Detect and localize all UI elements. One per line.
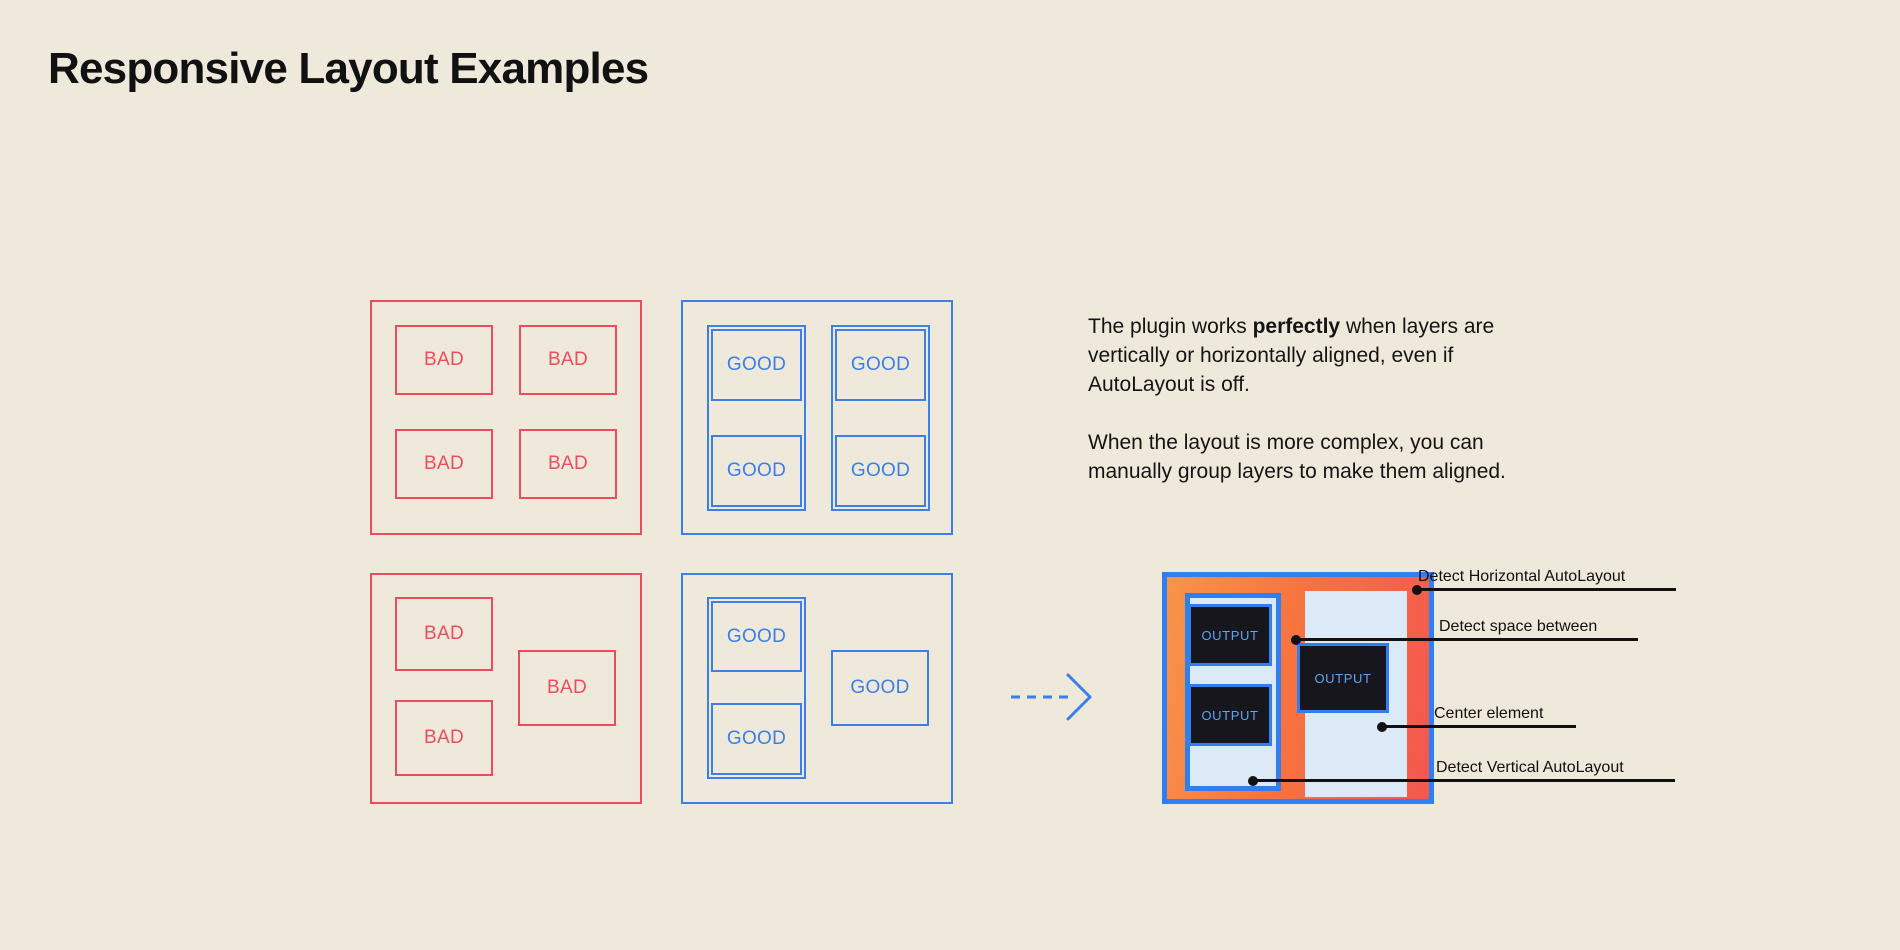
cell-label: GOOD [726, 460, 787, 481]
callout-detect-vertical-autolayout: Detect Vertical AutoLayout [1248, 739, 1675, 786]
callout-detect-space-between: Detect space between [1291, 598, 1638, 645]
output-label: OUTPUT [1314, 670, 1372, 686]
callout-rule [1254, 779, 1675, 782]
dashed-arrow-right-icon [1010, 670, 1094, 729]
cell-label: GOOD [850, 354, 911, 375]
preview-output-box-3: OUTPUT [1297, 643, 1389, 713]
callout-detect-horizontal-autolayout: Detect Horizontal AutoLayout [1412, 548, 1676, 595]
output-label: OUTPUT [1201, 627, 1259, 643]
callout-rule [1418, 588, 1676, 591]
cell-label: BAD [424, 349, 464, 370]
cell-label: BAD [424, 623, 464, 644]
cell-label: GOOD [850, 677, 910, 698]
callout-label: Center element [1434, 705, 1544, 722]
cell-label: GOOD [726, 625, 787, 647]
description-paragraph-1: The plugin works perfectly when layers a… [1088, 312, 1558, 399]
good-grid-group-right [831, 325, 930, 511]
bad-grid-cell-2: BAD [519, 325, 617, 395]
cell-label: BAD [424, 727, 464, 748]
callout-label: Detect Horizontal AutoLayout [1418, 568, 1626, 585]
callout-dot [1412, 584, 1422, 595]
page-title: Responsive Layout Examples [48, 44, 649, 93]
good-grid-cell-2: GOOD [835, 329, 926, 401]
good-offset-cell-2: GOOD [711, 703, 802, 775]
good-grid-cell-3: GOOD [711, 435, 802, 507]
bad-grid-cell-1: BAD [395, 325, 493, 395]
good-grid-cell-4: GOOD [835, 435, 926, 507]
callout-dot [1377, 721, 1387, 732]
cell-label: BAD [424, 453, 464, 474]
paragraph-1-emphasis: perfectly [1252, 315, 1341, 338]
bad-grid-cell-3: BAD [395, 429, 493, 499]
callout-center-element: Center element [1377, 685, 1576, 732]
cell-label: GOOD [726, 354, 787, 375]
example-bad-grid [370, 300, 642, 535]
callout-label: Detect space between [1439, 618, 1598, 635]
good-offset-cell-1: GOOD [711, 601, 802, 672]
preview-output-box-2: OUTPUT [1188, 684, 1272, 746]
description-paragraph-2: When the layout is more complex, you can… [1088, 431, 1506, 483]
bad-grid-cell-4: BAD [519, 429, 617, 499]
good-offset-cell-3: GOOD [831, 650, 929, 726]
callout-rule [1297, 638, 1638, 641]
good-grid-cell-1: GOOD [711, 329, 802, 401]
example-bad-offset [370, 573, 642, 804]
example-good-grid [681, 300, 953, 535]
bad-offset-cell-3: BAD [518, 650, 616, 726]
callout-rule [1383, 725, 1576, 728]
callout-dot [1248, 775, 1258, 786]
preview-output-box-1: OUTPUT [1188, 604, 1272, 666]
cell-label: GOOD [726, 728, 787, 749]
good-grid-group-left [707, 325, 806, 511]
description-copy: The plugin works perfectly when layers a… [1088, 312, 1558, 486]
output-label: OUTPUT [1201, 707, 1259, 723]
bad-offset-cell-1: BAD [395, 597, 493, 671]
cell-label: GOOD [850, 460, 911, 481]
cell-label: BAD [548, 349, 588, 370]
cell-label: BAD [548, 453, 588, 474]
callout-label: Detect Vertical AutoLayout [1436, 759, 1624, 776]
paragraph-1-before: The plugin works [1088, 315, 1253, 338]
good-offset-group-left [707, 597, 806, 779]
cell-label: BAD [547, 677, 587, 698]
paragraph-1-after: when layers are vertically or horizontal… [1088, 315, 1495, 396]
callout-dot [1291, 634, 1301, 645]
bad-offset-cell-2: BAD [395, 700, 493, 776]
example-good-offset [681, 573, 953, 804]
